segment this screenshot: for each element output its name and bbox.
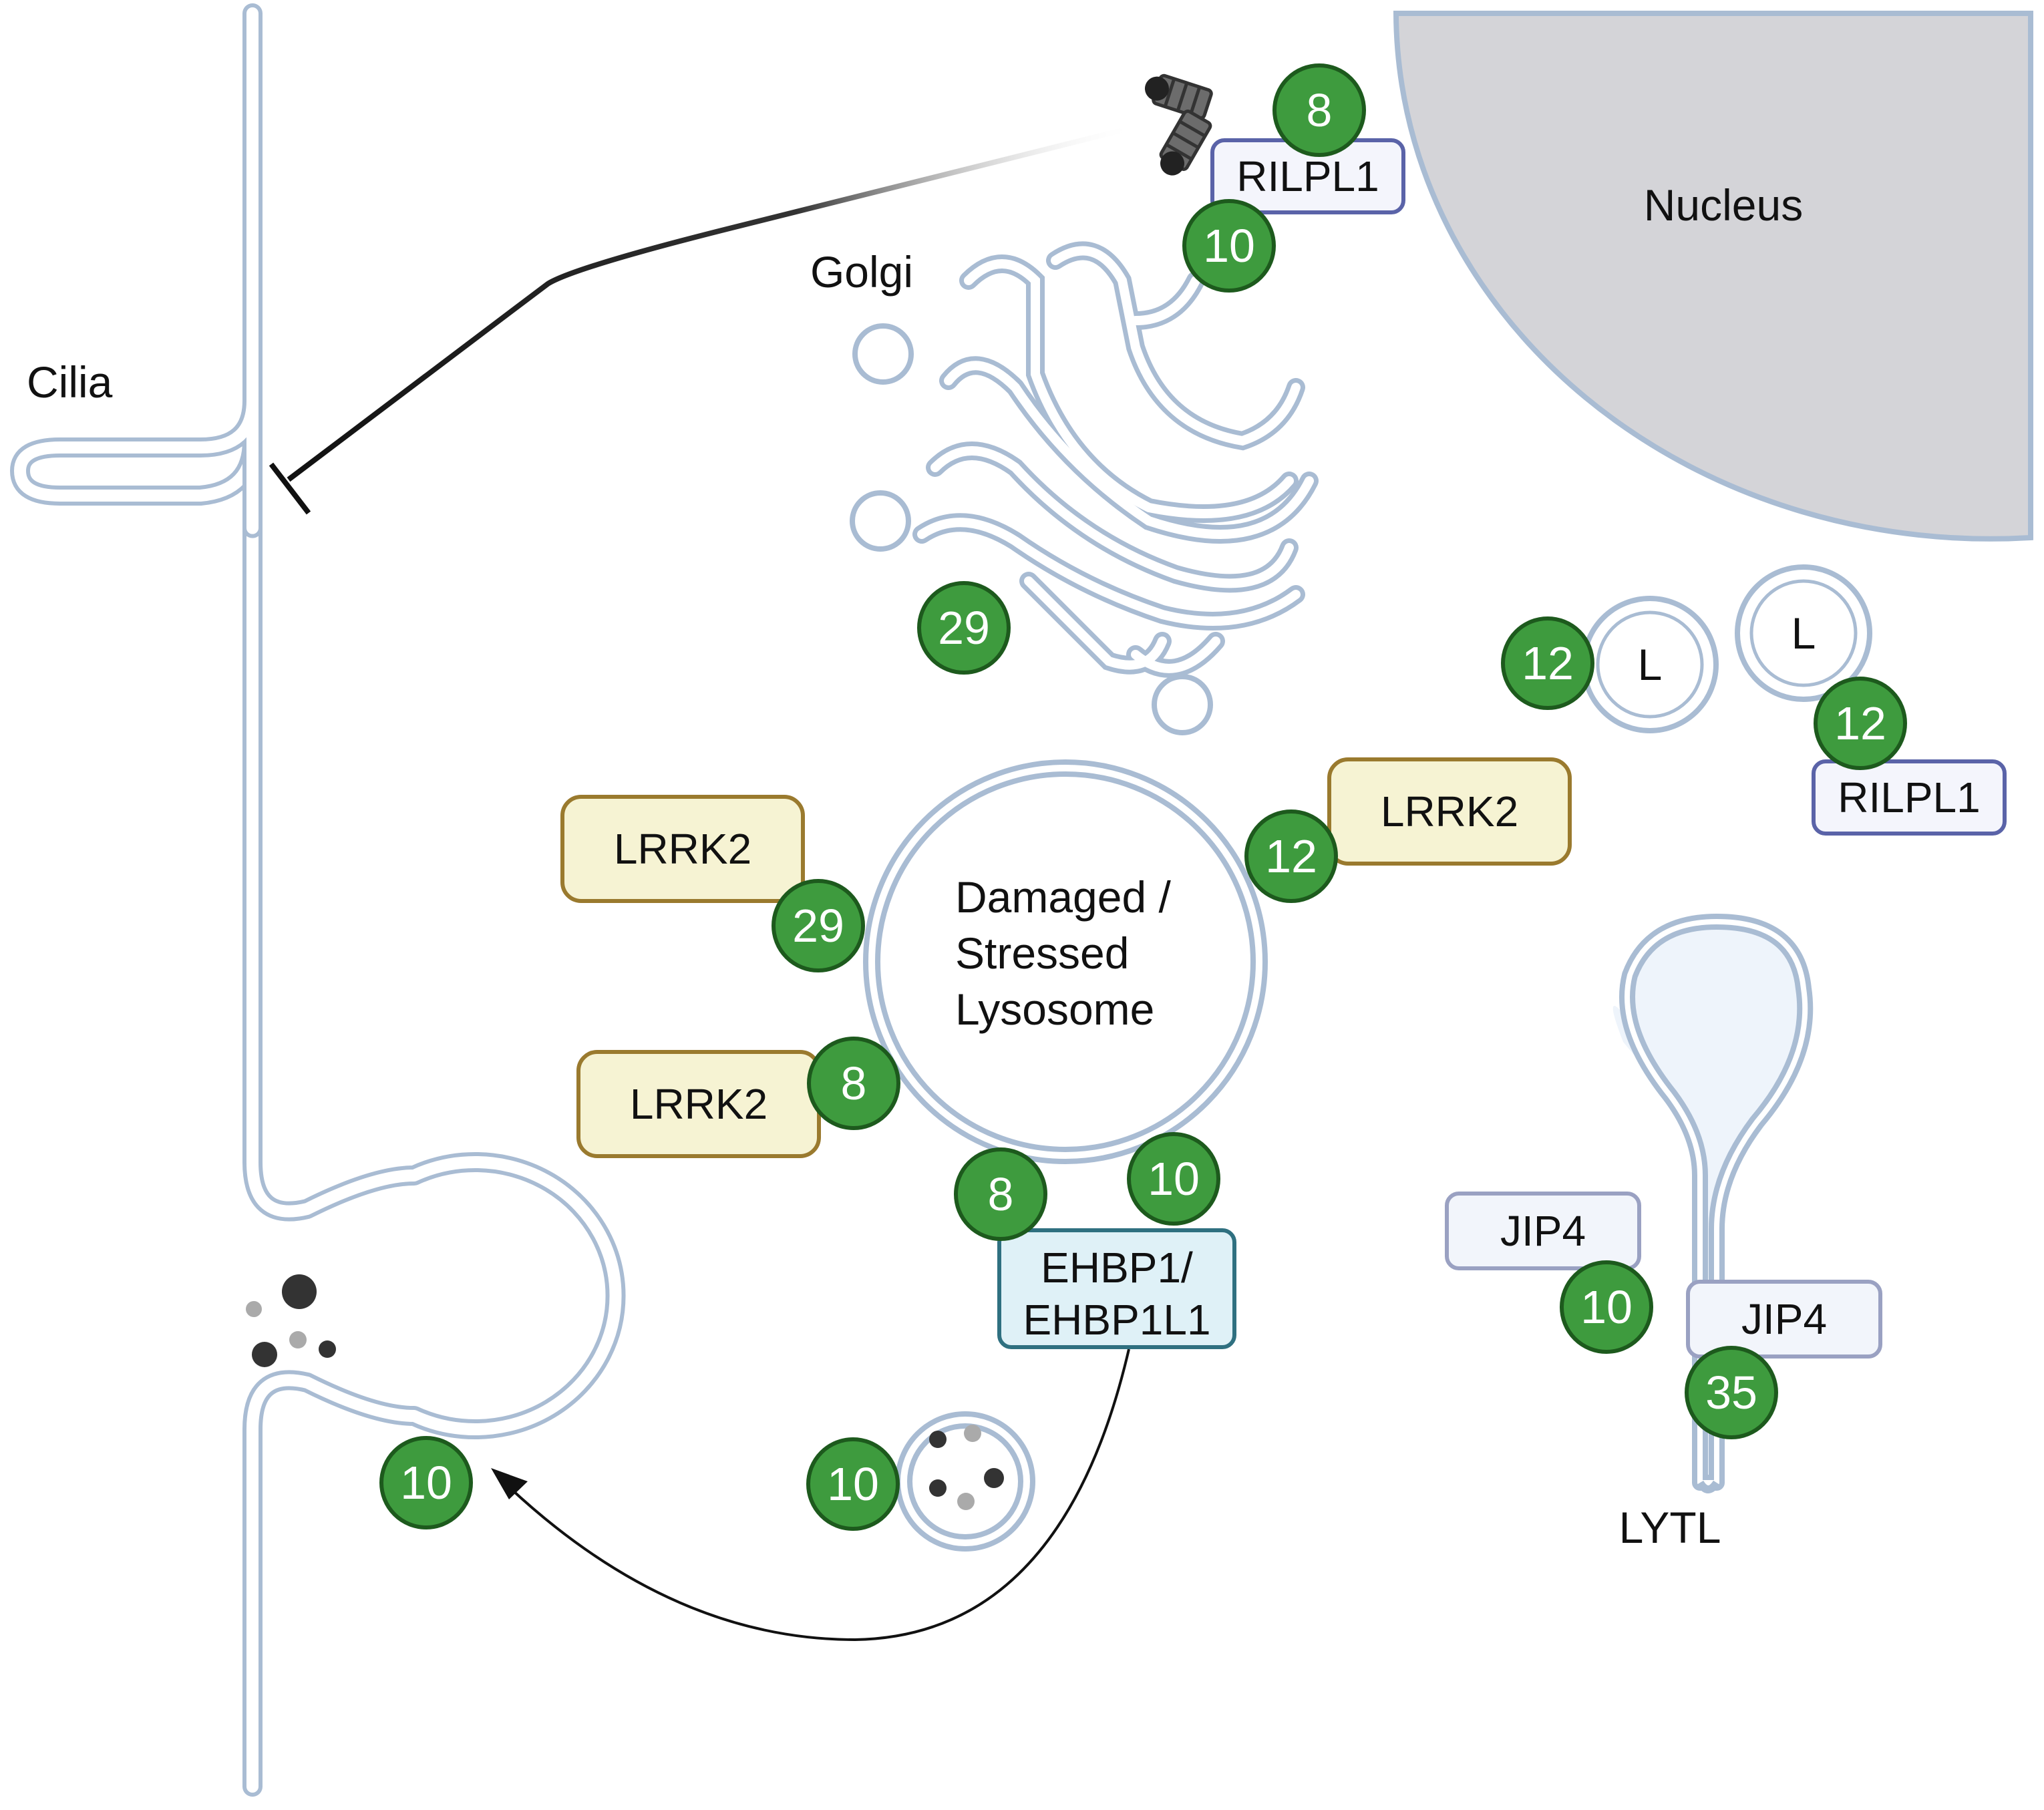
lrrk2-box: LRRK2 (560, 795, 805, 903)
lysosome-label-line1: Damaged / (955, 872, 1172, 922)
rab-badge: 8 (954, 1147, 1047, 1241)
lysosome-label-line2: Stressed (955, 928, 1129, 978)
lrrk2-label: LRRK2 (630, 1080, 768, 1128)
lrrk2-box: LRRK2 (1327, 757, 1572, 866)
jip4-box: JIP4 (1445, 1192, 1641, 1270)
rilpl1-box: RILPL1 (1210, 138, 1405, 214)
rab-badge: 10 (1182, 199, 1276, 293)
golgi (917, 246, 1314, 673)
jip4-label: JIP4 (1500, 1207, 1586, 1255)
svg-text:12: 12 (1834, 697, 1886, 749)
rab-badge: 29 (772, 879, 865, 972)
svg-text:8: 8 (841, 1057, 867, 1109)
rilpl1-label: RILPL1 (1236, 152, 1379, 200)
svg-text:29: 29 (792, 900, 844, 952)
small-lysosome: L (1581, 596, 1719, 733)
rilpl1-label: RILPL1 (1838, 773, 1980, 822)
jip4-label: JIP4 (1741, 1295, 1827, 1343)
svg-text:8: 8 (1307, 84, 1333, 136)
plasma-membrane (10, 3, 626, 1797)
rilpl1-box: RILPL1 (1812, 759, 2007, 836)
svg-text:10: 10 (827, 1458, 879, 1510)
rab-badge: 29 (917, 581, 1011, 675)
exocytosis-arrowhead (491, 1468, 528, 1499)
rab-badge: 35 (1685, 1346, 1778, 1439)
inhibition-line (269, 124, 1136, 515)
svg-text:29: 29 (938, 602, 990, 654)
svg-text:10: 10 (1148, 1153, 1200, 1205)
lysosome-label: L (1638, 640, 1663, 689)
rab-badge: 10 (1127, 1132, 1220, 1226)
rab-badge: 8 (1272, 63, 1366, 157)
cilium-membrane (10, 3, 263, 506)
svg-text:10: 10 (1580, 1281, 1633, 1333)
lysosome-label: L (1792, 608, 1816, 658)
secretory-vesicle (895, 1411, 1035, 1552)
golgi-label: Golgi (810, 247, 913, 297)
golgi-vesicle (850, 323, 1213, 735)
small-lysosome: L (1735, 564, 1872, 702)
secreted-particles (246, 1274, 336, 1367)
rab-badge: 12 (1244, 809, 1338, 903)
rab-badge: 10 (379, 1436, 473, 1529)
endocytic-pit-membrane (242, 518, 626, 1797)
nucleus: Nucleus (1393, 11, 2033, 542)
ehbp1-label-line2: EHBP1L1 (1023, 1296, 1210, 1344)
nucleus-label: Nucleus (1644, 180, 1803, 230)
lysosome-label-line3: Lysosome (955, 984, 1154, 1034)
rab-badge: 8 (807, 1037, 900, 1130)
centriole-icon (1144, 73, 1213, 176)
inhibition-bar (269, 462, 311, 515)
svg-text:35: 35 (1705, 1367, 1757, 1419)
rab-badge: 10 (1560, 1260, 1653, 1354)
rab-badge: 12 (1814, 677, 1907, 770)
svg-text:10: 10 (1203, 220, 1255, 272)
svg-text:12: 12 (1265, 830, 1317, 882)
damaged-lysosome: Damaged / Stressed Lysosome (863, 759, 1268, 1164)
cilia-label: Cilia (27, 357, 113, 407)
rab-badge: 12 (1501, 616, 1594, 710)
lrrk2-box: LRRK2 (576, 1050, 821, 1158)
lytl-label: LYTL (1619, 1503, 1721, 1552)
lrrk2-label: LRRK2 (614, 825, 751, 873)
ehbp1-label-line1: EHBP1/ (1041, 1244, 1193, 1292)
exocytosis-arrow (500, 1348, 1130, 1642)
jip4-box: JIP4 (1686, 1280, 1882, 1359)
lrrk2-label: LRRK2 (1381, 787, 1518, 836)
svg-text:12: 12 (1522, 637, 1574, 689)
svg-text:10: 10 (400, 1457, 452, 1509)
svg-text:8: 8 (988, 1168, 1014, 1220)
rab-badge: 10 (806, 1437, 900, 1531)
ehbp1-box: EHBP1/ EHBP1L1 (997, 1228, 1236, 1349)
lysosome-tubule: LYTL (1612, 914, 1814, 1552)
